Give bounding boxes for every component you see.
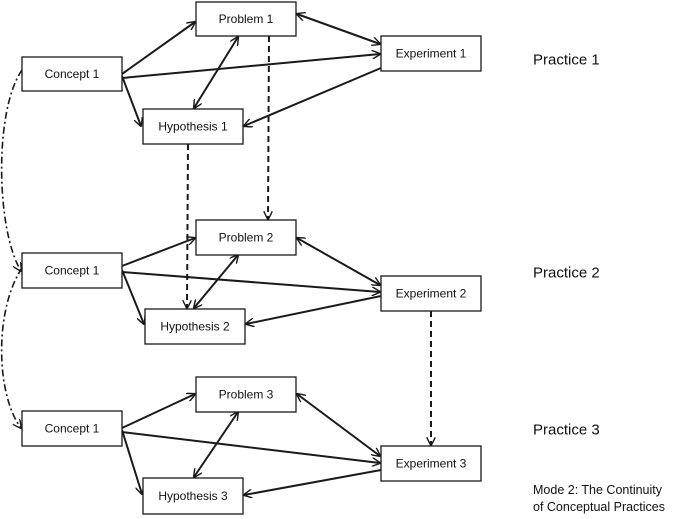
node-concept-1-practice-1: Concept 1 [21, 56, 123, 92]
edge-concept3-to-experiment3 [121, 431, 380, 463]
node-hypothesis-1-label: Hypothesis 1 [158, 120, 228, 134]
edge-concept3-to-hypothesis3 [121, 429, 142, 494]
edge-experiment2-to-hypothesis2 [246, 295, 382, 324]
node-hypothesis-3-label: Hypothesis 3 [158, 489, 228, 503]
node-concept-1-practice-2-label: Concept 1 [45, 264, 100, 278]
node-problem-2-label: Problem 2 [219, 231, 274, 245]
edge-problem2-experiment2 [297, 238, 380, 285]
edge-concept2-to-hypothesis2 [121, 269, 144, 324]
practice-3-label: Practice 3 [533, 422, 600, 439]
edge-concept2-to-problem2 [121, 238, 195, 267]
edge-experiment1-to-hypothesis1 [244, 67, 382, 126]
edge-problem1-experiment1 [297, 14, 380, 44]
edge-problem1-to-problem2-dashed [268, 35, 269, 219]
node-concept-1-practice-2: Concept 1 [21, 252, 123, 289]
node-experiment-2: Experiment 2 [380, 275, 482, 312]
edge-problem3-experiment3 [297, 394, 380, 456]
node-problem-1-label: Problem 1 [219, 12, 274, 26]
node-problem-2: Problem 2 [195, 219, 297, 256]
node-concept-1-practice-3: Concept 1 [21, 410, 123, 447]
node-hypothesis-2: Hypothesis 2 [144, 308, 246, 345]
node-problem-1: Problem 1 [195, 1, 297, 37]
node-experiment-1: Experiment 1 [380, 35, 482, 72]
edge-concept2-to-experiment2 [121, 271, 380, 292]
caption-line-2: of Conceptual Practices [533, 500, 665, 514]
node-problem-3-label: Problem 3 [219, 388, 274, 402]
node-experiment-3-label: Experiment 3 [396, 457, 467, 471]
node-hypothesis-2-label: Hypothesis 2 [160, 320, 230, 334]
edge-concept1-continuity-2-3 [0, 267, 23, 428]
node-experiment-2-label: Experiment 2 [396, 287, 467, 301]
node-concept-1-practice-1-label: Concept 1 [45, 67, 100, 81]
edge-concept1-continuity-1-2 [0, 69, 23, 271]
edge-problem1-hypothesis1 [194, 37, 238, 108]
node-hypothesis-3: Hypothesis 3 [142, 477, 244, 515]
node-concept-1-practice-3-label: Concept 1 [45, 422, 100, 436]
edge-concept1-to-problem1 [121, 22, 195, 75]
edge-problem3-hypothesis3 [194, 412, 238, 477]
edge-experiment3-to-hypothesis3 [244, 469, 382, 495]
edge-concept3-to-problem3 [121, 394, 195, 429]
diagram-edges [0, 14, 431, 495]
edge-hypothesis1-to-hypothesis2-dashed [187, 143, 188, 308]
practice-1-label: Practice 1 [533, 52, 600, 69]
practice-2-label: Practice 2 [533, 265, 600, 282]
caption-line-1: Mode 2: The Continuity [533, 483, 663, 497]
edge-concept1-to-experiment1 [121, 54, 380, 79]
node-problem-3: Problem 3 [195, 376, 297, 413]
edge-concept1-to-hypothesis1 [121, 75, 141, 126]
node-experiment-3: Experiment 3 [380, 445, 482, 482]
node-experiment-1-label: Experiment 1 [396, 47, 467, 61]
node-hypothesis-1: Hypothesis 1 [142, 108, 244, 145]
edge-problem2-hypothesis2 [194, 255, 238, 308]
